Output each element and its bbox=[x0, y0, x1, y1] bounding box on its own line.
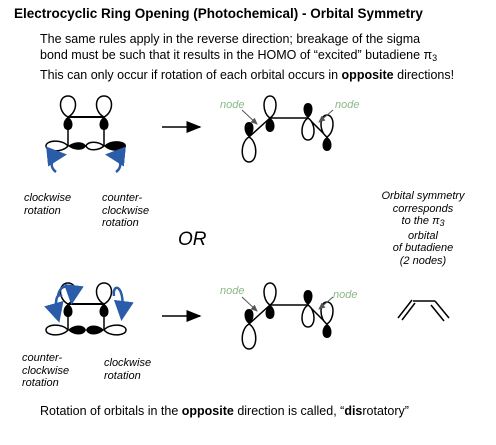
footer-pre: Rotation of orbitals in the bbox=[40, 404, 182, 418]
top-left-caption: clockwise rotation bbox=[24, 192, 71, 217]
bottom-left-caption-line: counter- bbox=[22, 352, 63, 364]
side-note-line: corresponds bbox=[392, 202, 454, 215]
bottom-left-caption: counter- clockwise rotation bbox=[22, 352, 69, 390]
intro-line-2-text: bond must be such that it results in the… bbox=[40, 48, 433, 62]
butadiene-skeleton bbox=[397, 299, 450, 322]
bottom-right-caption-line: clockwise bbox=[104, 357, 152, 369]
top-right-caption: counter- clockwise rotation bbox=[102, 192, 149, 230]
top-node-right-label: node bbox=[335, 99, 359, 111]
top-butadiene-pi3 bbox=[241, 95, 334, 163]
side-note-line: orbital bbox=[408, 229, 438, 242]
top-right-caption-line: counter- bbox=[102, 192, 143, 204]
top-cyclobutene bbox=[45, 95, 126, 173]
side-note-line: Orbital symmetry bbox=[381, 190, 465, 202]
intro-line-3-pre: This can only occur if rotation of each … bbox=[40, 68, 342, 82]
bottom-node-right-label: node bbox=[333, 289, 357, 301]
top-left-caption-line: rotation bbox=[24, 204, 61, 217]
side-note-line-pi: to the π3 bbox=[360, 215, 486, 230]
bottom-butadiene-pi3 bbox=[241, 282, 334, 350]
bottom-right-caption: clockwise rotation bbox=[104, 357, 151, 382]
footer-text: Rotation of orbitals in the opposite dir… bbox=[40, 404, 409, 418]
top-right-caption-line: clockwise bbox=[102, 204, 150, 217]
intro-line-1: The same rules apply in the reverse dire… bbox=[40, 31, 420, 47]
footer-mid: direction is called, “ bbox=[233, 404, 345, 418]
side-note-line: of butadiene bbox=[392, 242, 454, 254]
bottom-cyclobutene bbox=[44, 282, 134, 336]
side-note: Orbital symmetry corresponds to the π3 o… bbox=[360, 190, 486, 267]
top-node-left-label: node bbox=[220, 99, 244, 111]
bottom-left-caption-line: clockwise bbox=[22, 364, 70, 377]
intro-line-3-bold: opposite bbox=[341, 68, 394, 82]
intro-line-3-post: directions! bbox=[393, 68, 455, 82]
or-label: OR bbox=[178, 229, 207, 250]
side-note-line: (2 nodes) bbox=[399, 254, 447, 267]
bottom-left-caption-line: rotation bbox=[22, 377, 59, 389]
page-title: Electrocyclic Ring Opening (Photochemica… bbox=[14, 6, 423, 21]
top-right-caption-line: rotation bbox=[102, 217, 139, 229]
footer-post: rotatory” bbox=[362, 404, 409, 418]
intro-line-2: bond must be such that it results in the… bbox=[40, 47, 437, 66]
side-note-pi-text: to the π bbox=[401, 215, 440, 227]
top-left-caption-line: clockwise bbox=[24, 192, 72, 204]
bottom-node-left-label: node bbox=[220, 285, 244, 297]
intro-line-1-text: The same rules apply in the reverse dire… bbox=[40, 32, 421, 46]
footer-bold-opposite: opposite bbox=[181, 404, 234, 418]
side-note-pi-subscript: 3 bbox=[439, 218, 445, 228]
bottom-right-caption-line: rotation bbox=[104, 369, 141, 382]
intro-pi-subscript: 3 bbox=[432, 53, 438, 63]
footer-bold-dis: dis bbox=[344, 404, 363, 418]
intro-line-3: This can only occur if rotation of each … bbox=[40, 67, 454, 83]
